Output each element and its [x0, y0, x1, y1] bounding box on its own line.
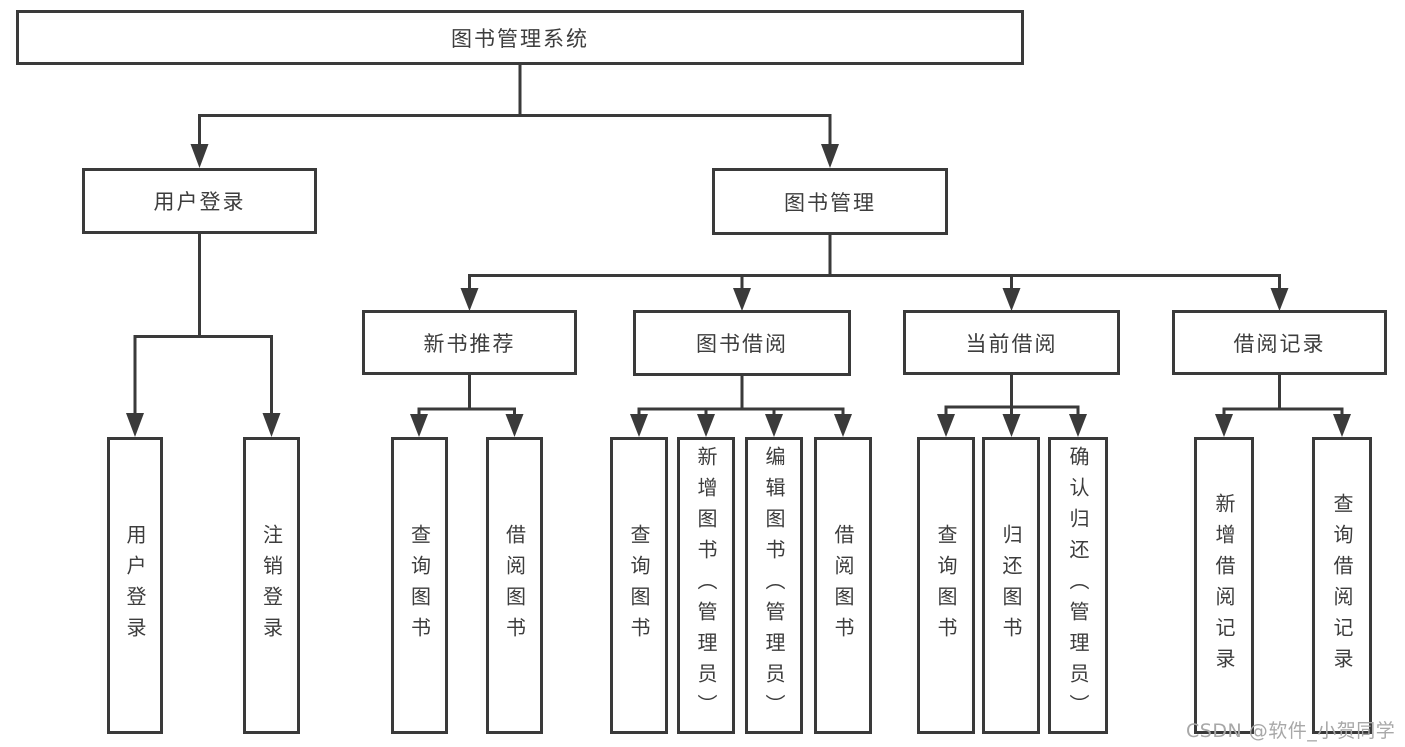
node-book-borrowing: 图书借阅	[633, 310, 851, 376]
leaf-add-borrow-record: 新增借阅记录	[1194, 437, 1254, 734]
node-borrowing-records: 借阅记录	[1172, 310, 1387, 375]
connector-book-borrowing-to-leaves	[630, 376, 852, 437]
node-current-borrowing: 当前借阅	[903, 310, 1120, 375]
leaf-add-books-admin: 新增图书（管理员）	[677, 437, 735, 734]
node-new-book-recommendation: 新书推荐	[362, 310, 577, 375]
leaf-return-books: 归还图书	[982, 437, 1040, 734]
leaf-user-login: 用户登录	[107, 437, 163, 734]
leaf-query-books-current: 查询图书	[917, 437, 975, 734]
connector-root-to-level2	[190, 65, 839, 168]
connector-borrowing-records-to-leaves	[1215, 375, 1351, 437]
leaf-query-books-borrowing: 查询图书	[610, 437, 668, 734]
node-user-login: 用户登录	[82, 168, 317, 234]
connector-current-borrowing-to-leaves	[937, 375, 1087, 437]
leaf-borrow-books-borrowing: 借阅图书	[814, 437, 872, 734]
csdn-watermark: CSDN @软件_小贺同学	[1186, 720, 1396, 742]
leaf-borrow-books-recommend: 借阅图书	[486, 437, 543, 734]
leaf-logout: 注销登录	[243, 437, 300, 734]
leaf-query-books-recommend: 查询图书	[391, 437, 448, 734]
leaf-query-borrow-record: 查询借阅记录	[1312, 437, 1372, 734]
node-book-management: 图书管理	[712, 168, 948, 235]
connector-book-management-to-level3	[460, 235, 1289, 311]
connector-new-book-recommendation-to-leaves	[410, 375, 524, 437]
leaf-edit-books-admin: 编辑图书（管理员）	[745, 437, 803, 734]
leaf-confirm-return-admin: 确认归还（管理员）	[1048, 437, 1108, 734]
node-root: 图书管理系统	[16, 10, 1024, 65]
connector-user-login-to-leaves	[126, 234, 281, 437]
